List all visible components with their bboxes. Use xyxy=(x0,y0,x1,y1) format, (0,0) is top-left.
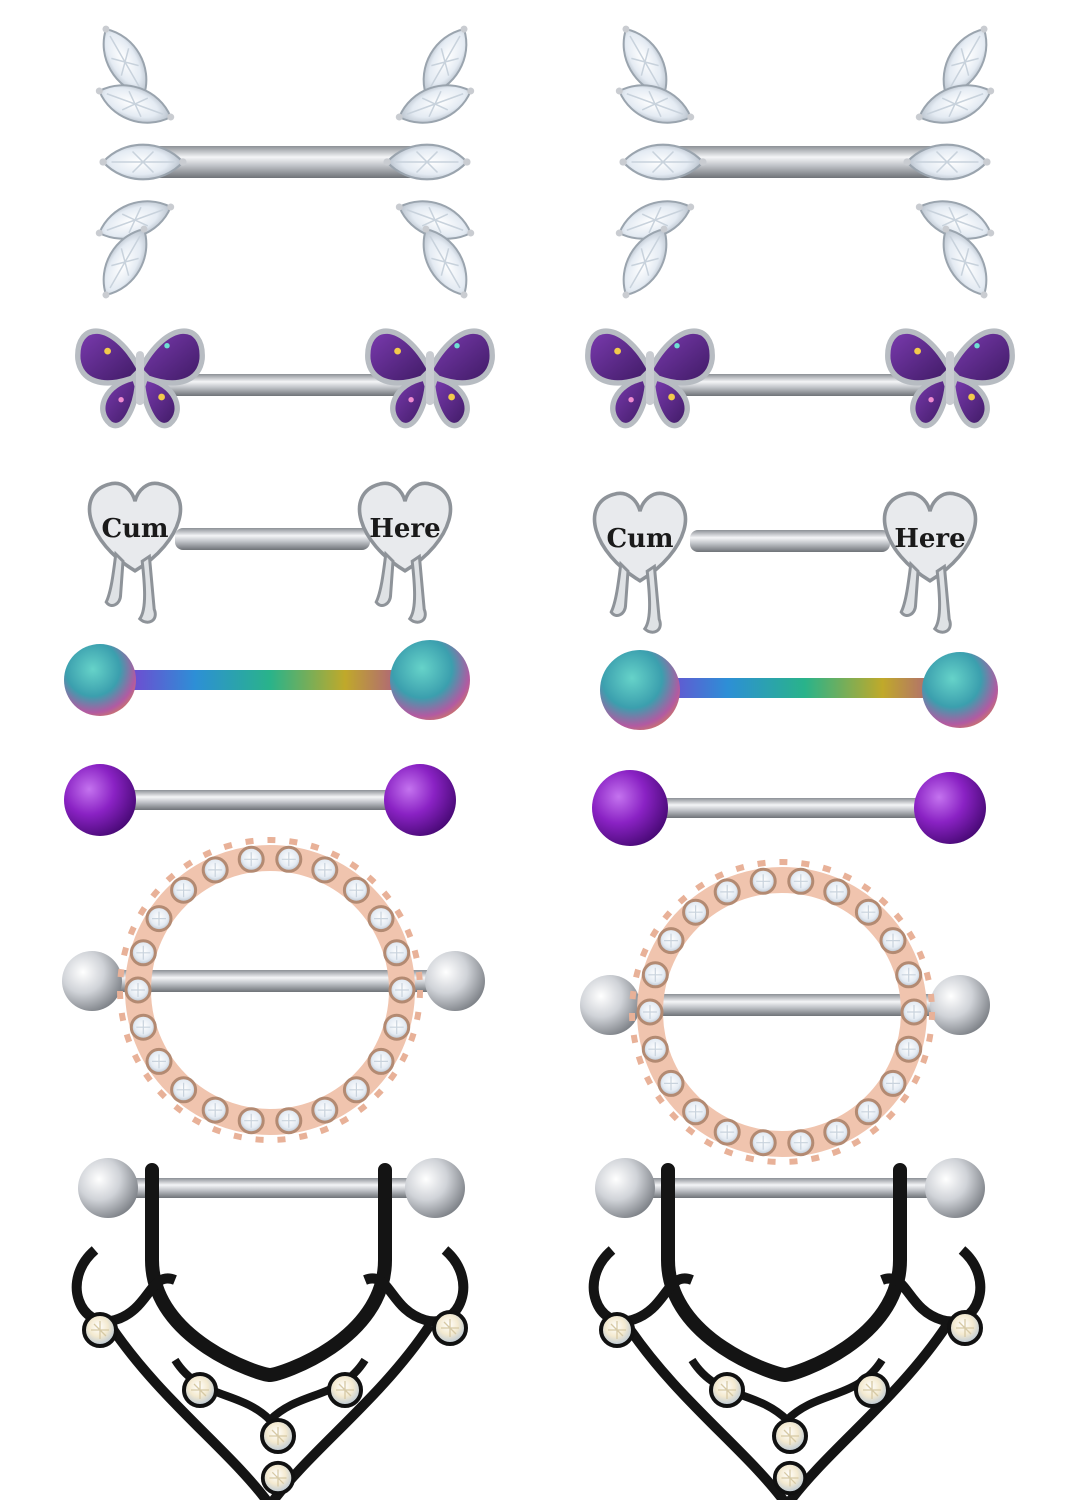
ring-crystal xyxy=(657,927,685,955)
butterfly-barbell-left xyxy=(78,331,492,425)
ring-crystal xyxy=(129,939,157,967)
butterfly-barbell-right xyxy=(588,331,1012,425)
engraving-cum: Cum xyxy=(606,524,673,554)
ring-crystal xyxy=(237,1107,265,1135)
heart-barbell-left: Cum Here xyxy=(87,481,453,624)
ring-crystal xyxy=(682,1098,710,1126)
ring-crystal xyxy=(823,1118,851,1146)
leaf-barbell-left xyxy=(90,18,480,306)
ring-crystal xyxy=(275,845,303,873)
ring-crystal xyxy=(787,867,815,895)
ring-crystal xyxy=(383,939,411,967)
ring-crystal xyxy=(823,878,851,906)
crystal-ring-shield-right xyxy=(580,859,990,1165)
ring-crystal xyxy=(713,1118,741,1146)
ring-crystal xyxy=(657,1069,685,1097)
engraving-here: Here xyxy=(369,514,440,544)
ring-crystal xyxy=(749,1129,777,1157)
leaf-barbell-right xyxy=(610,18,1000,306)
ring-crystal xyxy=(682,898,710,926)
ring-crystal xyxy=(145,905,173,933)
ring-crystal xyxy=(641,1035,669,1063)
ring-crystal xyxy=(854,1098,882,1126)
ring-crystal xyxy=(124,976,152,1004)
purple-barbell-left xyxy=(64,764,456,836)
ring-crystal xyxy=(713,878,741,906)
heart-barbell-right: Cum Here xyxy=(592,491,978,634)
ring-crystal xyxy=(879,927,907,955)
ring-crystal xyxy=(367,905,395,933)
ring-crystal xyxy=(129,1013,157,1041)
ring-crystal xyxy=(879,1069,907,1097)
ring-crystal xyxy=(749,867,777,895)
ring-crystal xyxy=(895,961,923,989)
engraving-cum: Cum xyxy=(101,514,168,544)
ring-crystal xyxy=(383,1013,411,1041)
rainbow-barbell-right xyxy=(600,650,998,730)
ring-crystal xyxy=(170,1076,198,1104)
rainbow-barbell-left xyxy=(64,640,470,720)
engraving-here: Here xyxy=(894,524,965,554)
ring-crystal xyxy=(170,876,198,904)
ring-crystal xyxy=(342,876,370,904)
ring-crystal xyxy=(367,1047,395,1075)
ring-crystal xyxy=(388,976,416,1004)
ring-crystal xyxy=(237,845,265,873)
ring-crystal xyxy=(900,998,928,1026)
ring-crystal xyxy=(641,961,669,989)
ring-crystal xyxy=(895,1035,923,1063)
black-shield-left xyxy=(71,1158,469,1500)
ring-crystal xyxy=(275,1107,303,1135)
black-shield-right xyxy=(588,1158,986,1500)
ring-crystal xyxy=(145,1047,173,1075)
ring-crystal xyxy=(787,1129,815,1157)
ring-crystal xyxy=(311,1096,339,1124)
ring-crystal xyxy=(311,856,339,884)
ring-crystal xyxy=(342,1076,370,1104)
crystal-ring-shield-left xyxy=(62,837,485,1143)
ring-crystal xyxy=(854,898,882,926)
ring-crystal xyxy=(201,856,229,884)
ring-crystal xyxy=(201,1096,229,1124)
ring-crystal xyxy=(636,998,664,1026)
purple-barbell-right xyxy=(592,770,986,846)
